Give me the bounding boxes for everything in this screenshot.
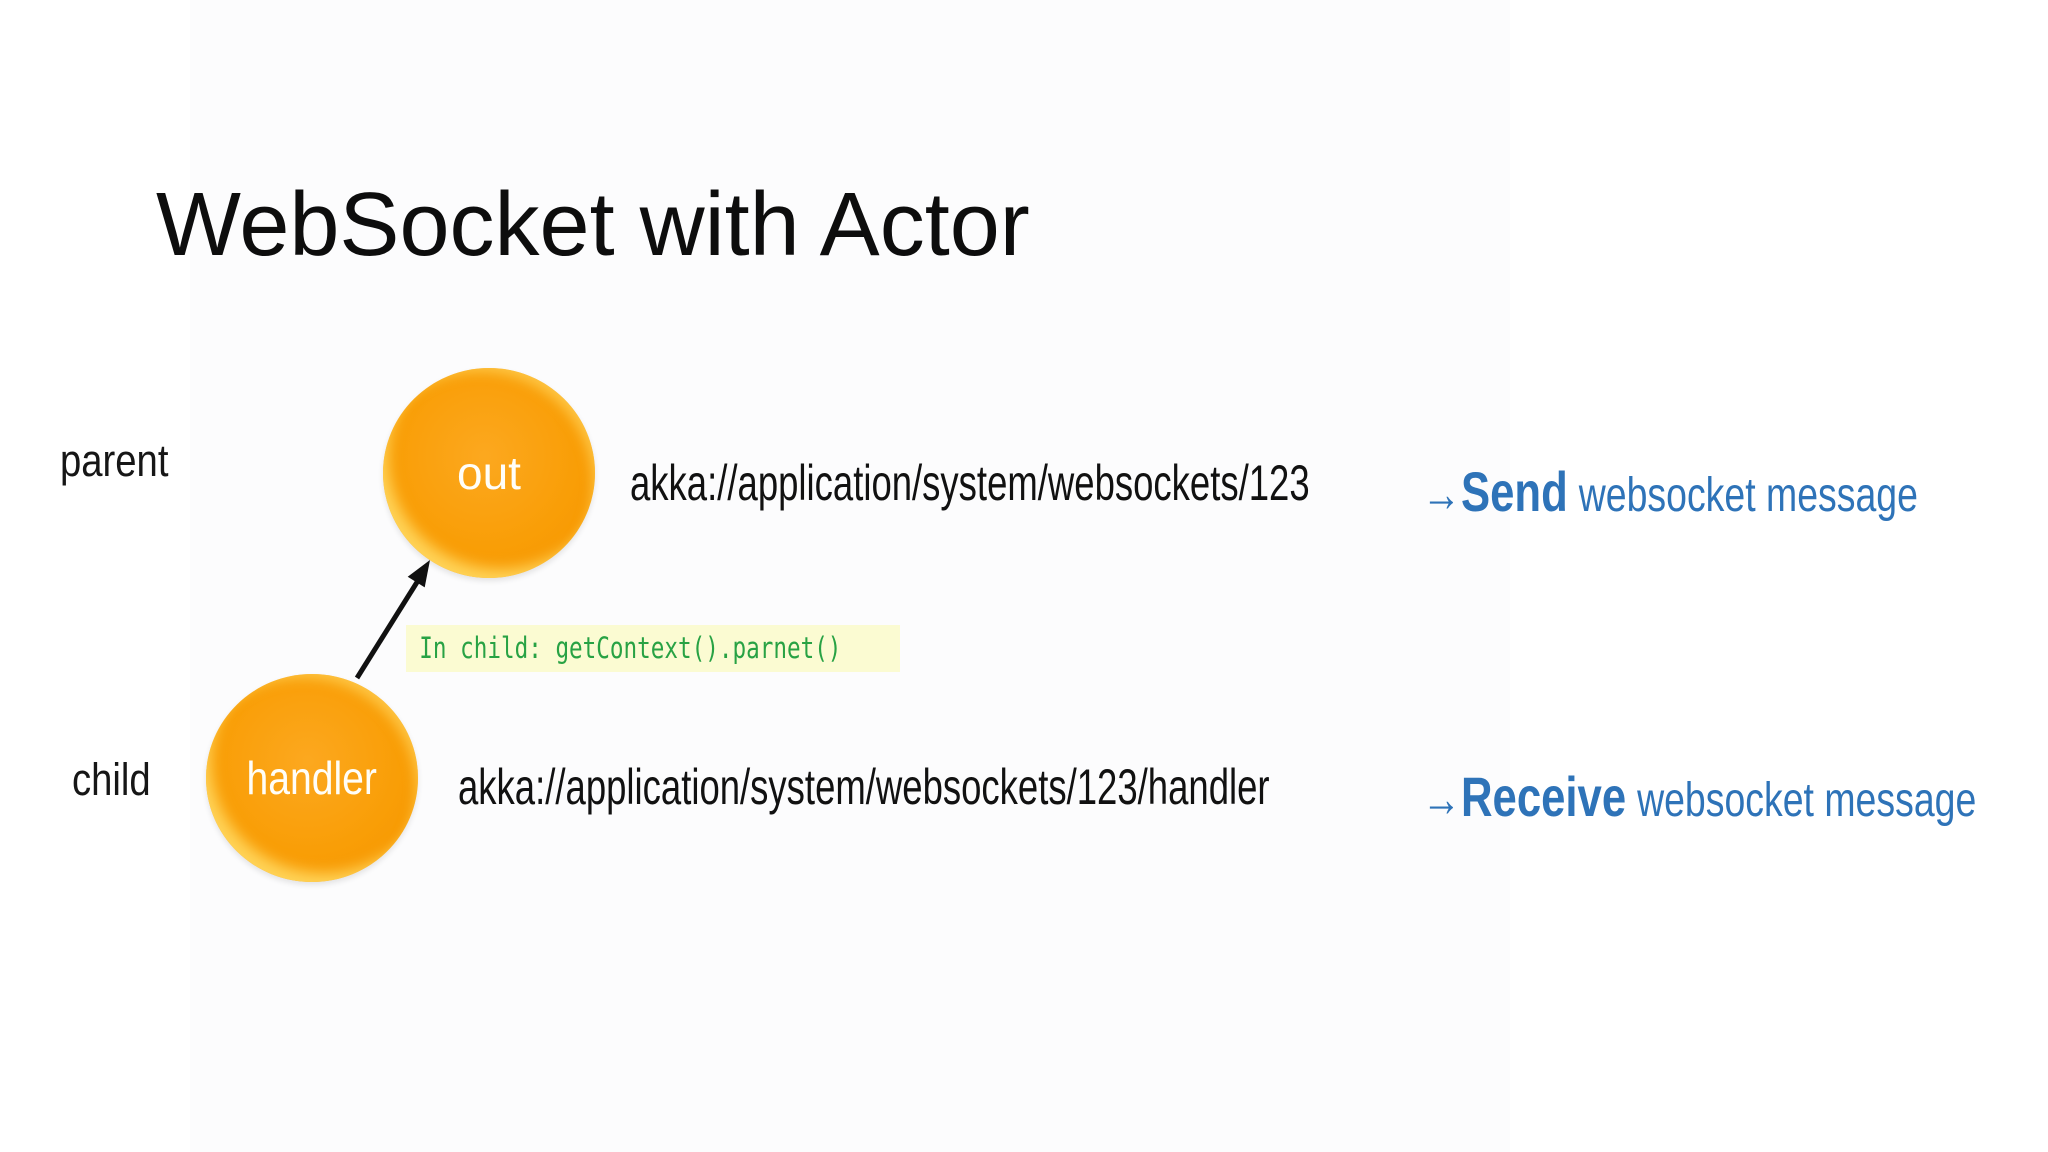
legend-receive-verb: Receive [1461, 765, 1627, 828]
child-role-label: child [72, 757, 165, 802]
right-arrow-icon: → [1422, 771, 1461, 827]
actor-node-handler-label: handler [246, 752, 378, 804]
slide-title: WebSocket with Actor [156, 175, 1030, 276]
child-actor-path: akka://application/system/websockets/123… [458, 762, 1570, 812]
parent-actor-path: akka://application/system/websockets/123 [630, 458, 1561, 508]
actor-node-out: out [383, 368, 595, 578]
legend-send-rest: websocket message [1578, 469, 1918, 522]
child-actor-path-text: akka://application/system/websockets/123… [458, 759, 1270, 815]
code-annotation-box: In child: getContext().parnet() [406, 625, 900, 672]
right-arrow-icon: → [1422, 466, 1461, 522]
legend-send-verb: Send [1461, 460, 1568, 523]
parent-role-label-text: parent [60, 435, 169, 486]
code-annotation-text: In child: getContext().parnet() [419, 631, 842, 665]
child-to-parent-arrow-icon [354, 560, 430, 680]
parent-role-label: parent [60, 438, 188, 483]
actor-node-handler: handler [206, 674, 418, 882]
parent-actor-path-text: akka://application/system/websockets/123 [630, 455, 1310, 511]
legend-receive-rest: websocket message [1637, 774, 1977, 827]
child-role-label-text: child [72, 754, 151, 805]
actor-node-out-label: out [457, 447, 521, 499]
